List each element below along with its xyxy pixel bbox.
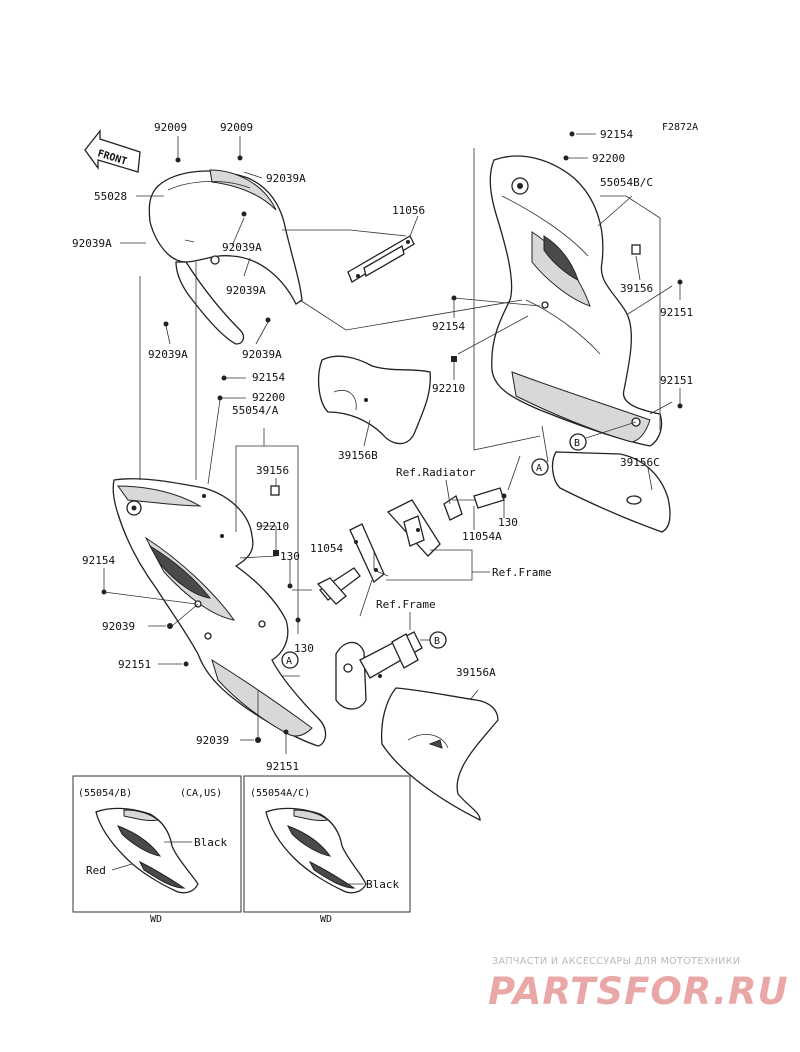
bracket-11054a xyxy=(386,487,505,557)
inset-left: (55054/B) (CA,US) Black Red WD xyxy=(72,775,242,925)
sticker-39156-left xyxy=(270,485,280,496)
pad-39156b xyxy=(317,355,431,445)
label-92154-mid: 92154 xyxy=(432,320,465,333)
front-arrow: FRONT xyxy=(84,129,141,173)
label-92210-right: 92210 xyxy=(432,382,465,395)
label-92154-lower: 92154 xyxy=(82,554,115,567)
cowl-55054a xyxy=(112,478,327,747)
watermark: ЗАПЧАСТИ И АКСЕССУАРЫ ДЛЯ МОТОТЕХНИКИ PA… xyxy=(488,956,789,1013)
frame-bracket-lower xyxy=(335,631,423,710)
label-92200-left: 92200 xyxy=(252,391,285,404)
marker-b-left-label: B xyxy=(434,636,440,647)
label-92151-bottom: 92151 xyxy=(266,760,299,773)
marker-b-left: B xyxy=(429,631,447,649)
inset-left-color-1: Black xyxy=(194,836,227,849)
label-92039a-5: 92039A xyxy=(148,348,188,361)
inset-left-region: (CA,US) xyxy=(180,788,222,799)
label-39156a: 39156A xyxy=(456,666,496,679)
label-ref-radiator: Ref.Radiator xyxy=(396,466,476,479)
label-92200-top: 92200 xyxy=(592,152,625,165)
label-92151-right-2: 92151 xyxy=(660,374,693,387)
label-92210-left: 92210 xyxy=(256,520,289,533)
sticker-39156-right xyxy=(631,244,641,255)
figure-code: F2872A xyxy=(662,122,698,133)
inset-left-footer: WD xyxy=(150,914,162,925)
label-11054a: 11054A xyxy=(462,530,502,543)
label-92039a-3: 92039A xyxy=(222,241,262,254)
label-92039a-2: 92039A xyxy=(72,237,112,250)
label-39156b: 39156B xyxy=(338,449,378,462)
inset-right-title: (55054A/C) xyxy=(250,788,310,799)
bracket-11056 xyxy=(347,235,415,283)
label-92151-lower: 92151 xyxy=(118,658,151,671)
label-92039a-4: 92039A xyxy=(226,284,266,297)
label-39156-left: 39156 xyxy=(256,464,289,477)
marker-a-left: A xyxy=(281,651,299,669)
watermark-logo: PARTSFOR.RU xyxy=(488,970,789,1013)
watermark-tagline: ЗАПЧАСТИ И АКСЕССУАРЫ ДЛЯ МОТОТЕХНИКИ xyxy=(492,956,740,967)
label-92039-a: 92039 xyxy=(102,620,135,633)
marker-a-right: A xyxy=(531,458,549,476)
label-ref-frame-1: Ref.Frame xyxy=(492,566,552,579)
label-92039a-6: 92039A xyxy=(242,348,282,361)
label-130-a: 130 xyxy=(280,550,300,563)
pad-39156c xyxy=(551,451,671,533)
label-39156-right: 39156 xyxy=(620,282,653,295)
pad-39156a xyxy=(380,687,499,822)
label-11054: 11054 xyxy=(310,542,343,555)
label-92039-b: 92039 xyxy=(196,734,229,747)
label-55054bc: 55054B/C xyxy=(600,176,653,189)
label-92154-left: 92154 xyxy=(252,371,285,384)
inset-right-color-1: Black xyxy=(366,878,399,891)
bracket-11054 xyxy=(316,523,385,605)
marker-a-left-label: A xyxy=(286,656,292,667)
part-labels: 92009 92009 55028 92039A 92039A 92039A 9… xyxy=(72,121,693,773)
leaders xyxy=(101,131,683,754)
label-11056: 11056 xyxy=(392,204,425,217)
label-55028: 55028 xyxy=(94,190,127,203)
label-130-b: 130 xyxy=(498,516,518,529)
label-92154-top: 92154 xyxy=(600,128,633,141)
label-ref-frame-2: Ref.Frame xyxy=(376,598,436,611)
cover-55028 xyxy=(148,169,303,345)
inset-left-color-2: Red xyxy=(86,864,106,877)
inset-right: (55054A/C) Black WD xyxy=(243,775,411,925)
cowl-55054bc xyxy=(489,155,663,447)
inset-right-footer: WD xyxy=(320,914,332,925)
marker-b-right-label: B xyxy=(574,438,580,449)
label-92039a-1: 92039A xyxy=(266,172,306,185)
label-92151-right-1: 92151 xyxy=(660,306,693,319)
label-55054a: 55054/A xyxy=(232,404,279,417)
label-92009-right: 92009 xyxy=(220,121,253,134)
label-92009-left: 92009 xyxy=(154,121,187,134)
marker-a-right-label: A xyxy=(536,463,542,474)
label-39156c: 39156C xyxy=(620,456,660,469)
inset-left-title: (55054/B) xyxy=(78,788,132,799)
marker-b-right: B xyxy=(569,433,587,451)
label-130-c: 130 xyxy=(294,642,314,655)
